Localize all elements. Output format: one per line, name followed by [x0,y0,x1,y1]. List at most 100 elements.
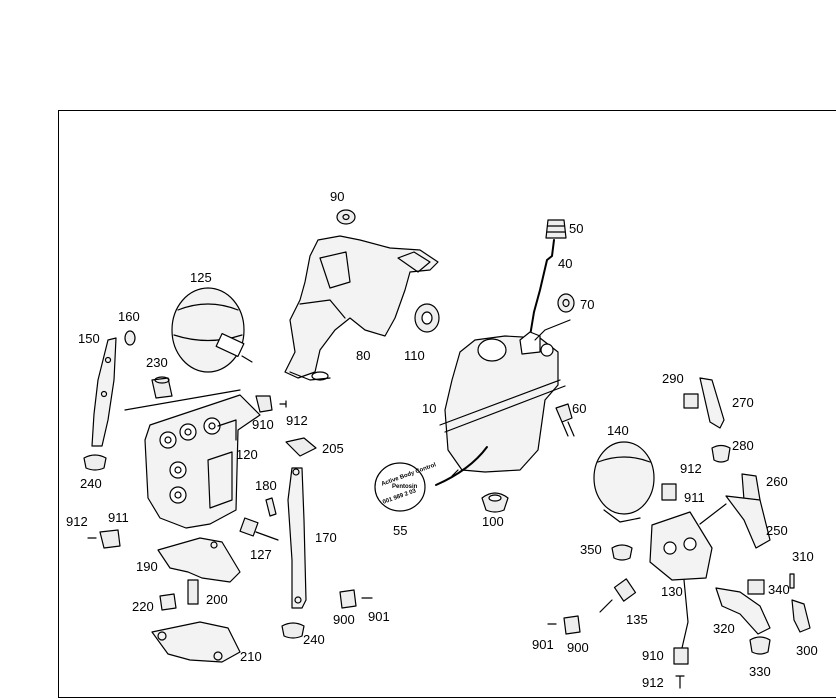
callout-55: 55 [393,523,408,538]
callout-90: 90 [330,189,345,204]
callout-290: 290 [662,371,684,386]
part-280-grommet [711,444,731,463]
callout-127: 127 [250,547,272,562]
callout-912-c: 912 [66,514,88,529]
callout-280: 280 [732,438,754,453]
callout-170: 170 [315,530,337,545]
callout-110: 110 [404,348,425,363]
part-340-nut [747,579,765,595]
part-330-nut [749,636,771,655]
callout-250: 250 [766,523,788,538]
callout-912-a: 912 [286,413,308,428]
part-150-bracket [91,337,117,447]
callout-40: 40 [558,256,573,271]
callout-911-a: 911 [684,490,705,505]
part-230-nut [151,376,173,399]
diagram-frame [58,110,836,698]
callout-205: 205 [322,441,344,456]
part-100-grommet [481,492,509,513]
part-900-connector-right [547,615,581,635]
part-160-washer [124,330,136,346]
part-120-valve-block [124,389,261,529]
callout-100: 100 [482,514,504,529]
part-910-connector-a [255,395,273,413]
part-40-dipstick [529,239,555,337]
part-55-label [374,462,426,512]
callout-270: 270 [732,395,754,410]
callout-900-a: 900 [333,612,355,627]
part-180-sensor [265,497,277,517]
part-912-screw-a [279,400,287,408]
callout-135: 135 [626,612,648,627]
callout-180: 180 [255,478,277,493]
part-310-bolt [789,573,795,589]
callout-10: 10 [422,401,437,416]
callout-910-a: 910 [252,417,274,432]
part-70-washer [557,293,575,313]
part-135-sensor [599,578,637,613]
callout-900-b: 900 [567,640,589,655]
callout-912-b: 912 [680,461,702,476]
part-270-bracket [699,377,725,429]
part-60-bolt [555,403,575,437]
part-80-bracket [284,235,439,381]
part-10-reservoir [439,319,571,477]
part-300-clip [791,599,811,633]
part-140-accumulator [593,441,655,523]
callout-70: 70 [580,297,595,312]
callout-910-b: 910 [642,648,664,663]
callout-210: 210 [240,649,262,664]
callout-80: 80 [356,348,371,363]
part-210-mount [151,621,241,663]
callout-230: 230 [146,355,168,370]
part-240-grommet-mid [281,622,305,639]
callout-150: 150 [78,331,100,346]
part-900-connector-mid [339,589,373,609]
callout-901-a: 901 [368,609,390,624]
callout-120: 120 [236,447,258,462]
callout-140: 140 [607,423,629,438]
part-240-grommet-left [83,454,107,471]
callout-240-a: 240 [80,476,102,491]
part-90-washer [336,209,356,225]
callout-911-b: 911 [108,510,129,525]
part-125-accumulator [171,287,253,373]
callout-320: 320 [713,621,735,636]
part-911-connector-left [87,529,121,549]
part-190-bracket [157,537,241,583]
part-350-grommet [611,544,633,561]
callout-310: 310 [792,549,814,564]
callout-50: 50 [569,221,584,236]
callout-240-b: 240 [303,632,325,647]
callout-125: 125 [190,270,212,285]
callout-350: 350 [580,542,602,557]
callout-300: 300 [796,643,818,658]
part-205-clip [285,437,317,457]
callout-190: 190 [136,559,158,574]
part-127-sensor [239,517,279,541]
part-130-valve-block [649,511,713,649]
part-250-linkage [699,495,771,549]
part-220-nut [159,593,177,611]
callout-130: 130 [661,584,683,599]
callout-260: 260 [766,474,788,489]
part-290-nut [683,393,699,409]
part-110-grommet [414,303,440,333]
callout-200: 200 [206,592,228,607]
callout-340: 340 [768,582,790,597]
part-50-cap [545,219,567,239]
part-911-connector-right [661,483,677,501]
callout-330: 330 [749,664,771,679]
badge-text-line3: Pentosin [392,484,418,490]
part-200-bolt [187,579,199,605]
callout-901-b: 901 [532,637,554,652]
callout-912-d: 912 [642,675,664,690]
part-912-screw-b [675,675,685,689]
callout-60: 60 [572,401,587,416]
callout-220: 220 [132,599,154,614]
callout-160: 160 [118,309,140,324]
part-910-connector-b [673,647,689,665]
part-170-rod [287,467,307,609]
part-320-bracket [715,587,771,635]
